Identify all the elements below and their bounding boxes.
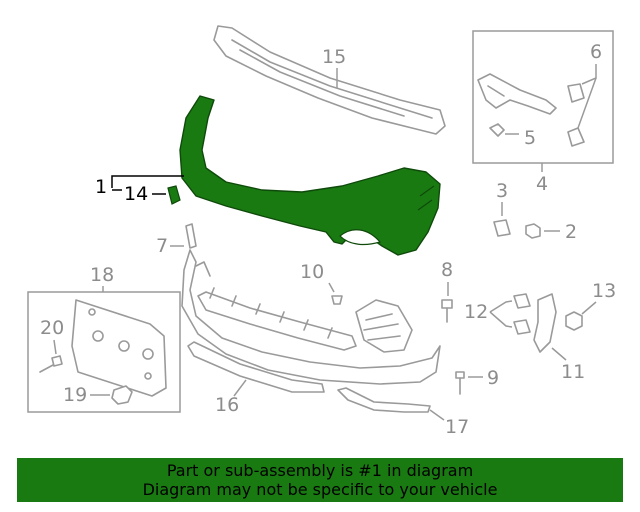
- callout-6: 6: [590, 41, 602, 63]
- part-12-retainers[interactable]: [513, 293, 531, 335]
- callout-3: 3: [496, 180, 508, 202]
- callout-12: 12: [464, 301, 488, 323]
- part-17-trim[interactable]: [337, 387, 431, 413]
- callout-18: 18: [90, 264, 114, 286]
- part-16-trim[interactable]: [187, 341, 325, 393]
- part-20-bolt[interactable]: [39, 355, 63, 373]
- leader-12: [489, 300, 513, 313]
- part-1-bumper-cover[interactable]: [179, 95, 441, 256]
- part-9-bolt[interactable]: [455, 371, 465, 395]
- part-7-strip[interactable]: [185, 223, 197, 249]
- leader-17: [429, 409, 445, 421]
- callout-13: 13: [592, 280, 616, 302]
- detail-box-18: [27, 291, 181, 413]
- callout-7: 7: [156, 235, 168, 257]
- part-15-absorber[interactable]: [213, 25, 446, 135]
- part-8-bolt[interactable]: [441, 299, 453, 323]
- part-19-screw[interactable]: [111, 385, 133, 405]
- part-4-bracket[interactable]: [477, 73, 557, 115]
- part-18-plate-bracket[interactable]: [71, 299, 167, 397]
- part-5-screw[interactable]: [489, 123, 505, 137]
- callout-11: 11: [561, 361, 585, 383]
- leader-16: [233, 379, 247, 397]
- banner-line-2: Diagram may not be specific to your vehi…: [142, 480, 498, 499]
- leader-11: [551, 347, 567, 361]
- part-3-retainer[interactable]: [493, 219, 511, 237]
- info-banner: Part or sub-assembly is #1 in diagram Di…: [17, 458, 623, 502]
- callout-16: 16: [215, 394, 239, 416]
- callout-5: 5: [524, 127, 536, 149]
- part-6-nuts[interactable]: [567, 83, 585, 147]
- callout-9: 9: [487, 367, 499, 389]
- leader-20: [53, 339, 57, 355]
- callout-20: 20: [40, 317, 64, 339]
- callout-8: 8: [441, 259, 453, 281]
- parts-diagram: 15 1 14 5 6 4 3 2 7: [27, 25, 616, 438]
- part-13-screw[interactable]: [565, 311, 583, 331]
- part-14-clip[interactable]: [167, 185, 181, 205]
- detail-box-4: [472, 30, 614, 164]
- leader-10: [328, 282, 335, 293]
- leader-6: [581, 64, 597, 85]
- part-10-pushpin[interactable]: [331, 295, 343, 305]
- callout-4: 4: [536, 173, 548, 195]
- part-11-bracket[interactable]: [533, 293, 557, 353]
- part-2-screw[interactable]: [525, 223, 541, 239]
- callout-10: 10: [300, 261, 324, 283]
- leader-1: [111, 175, 184, 188]
- leader-13: [581, 301, 597, 315]
- callout-17: 17: [445, 416, 469, 438]
- callout-1: 1: [95, 176, 107, 198]
- callout-15: 15: [322, 46, 346, 68]
- banner-line-1: Part or sub-assembly is #1 in diagram: [166, 461, 474, 480]
- callout-19: 19: [63, 384, 87, 406]
- callout-2: 2: [565, 221, 577, 243]
- callout-14: 14: [124, 183, 148, 205]
- lower-fascia[interactable]: [181, 249, 441, 385]
